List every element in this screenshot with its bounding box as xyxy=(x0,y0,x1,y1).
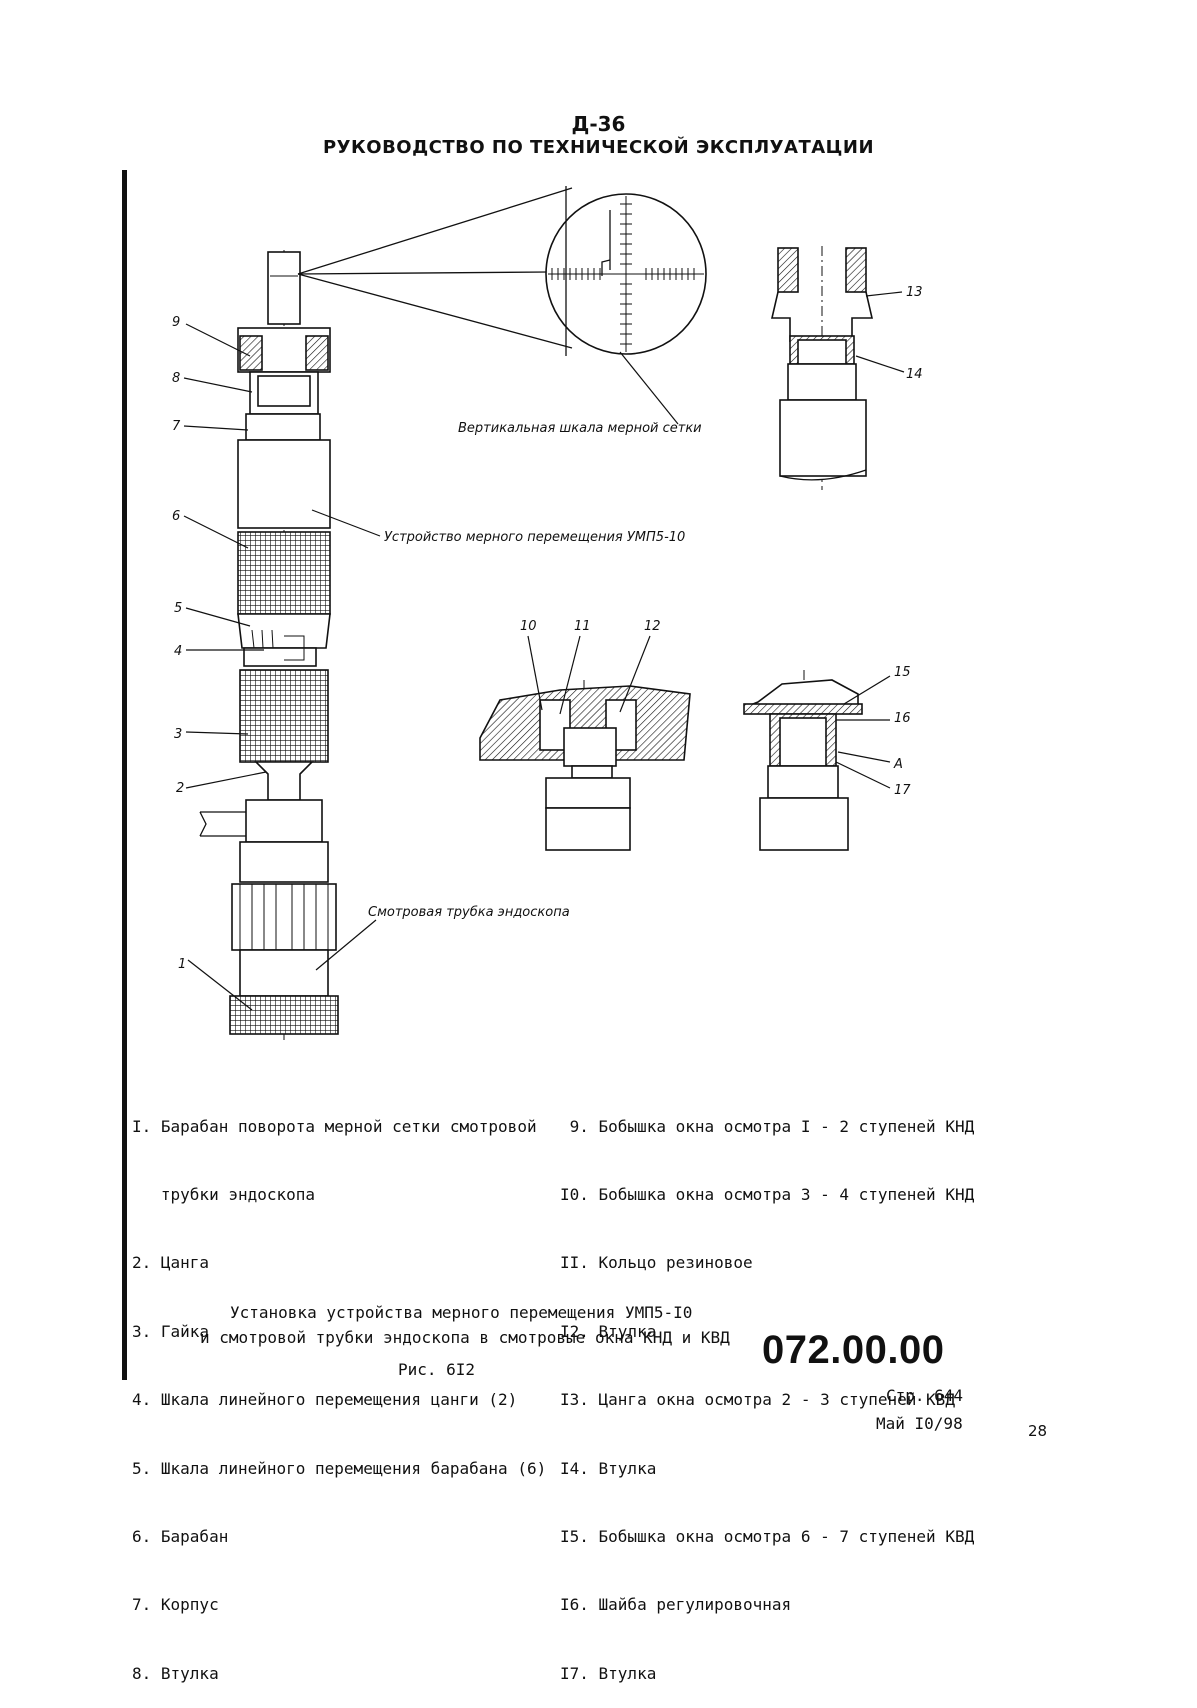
legend-item: I5. Бобышка окна осмотра 6 - 7 ступеней … xyxy=(560,1526,975,1546)
callout-2: 2 xyxy=(176,781,184,796)
callout-14: 14 xyxy=(906,367,923,382)
callout-8: 8 xyxy=(172,371,180,386)
callout-12: 12 xyxy=(644,619,661,634)
callout-3: 3 xyxy=(174,727,182,742)
leader-lines xyxy=(183,291,905,1011)
callout-10: 10 xyxy=(520,619,537,634)
legend-item: 2. Цанга xyxy=(132,1253,210,1273)
legend-item: I2. Втулка xyxy=(560,1321,657,1341)
manual-title: РУКОВОДСТВО ПО ТЕХНИЧЕСКОЙ ЭКСПЛУАТАЦИИ xyxy=(322,137,875,158)
legend-item: II. Кольцо резиновое xyxy=(560,1253,753,1273)
callout-5: 5 xyxy=(174,601,182,616)
legend-item: I3. Цанга окна осмотра 2 - 3 ступеней КВ… xyxy=(560,1390,955,1410)
document-number: 072.00.00 xyxy=(762,1328,945,1372)
legend-item: 9. Бобышка окна осмотра I - 2 ступеней К… xyxy=(560,1116,975,1136)
legend-left-list: I. Барабан поворота мерной сетки смотров… xyxy=(132,1070,546,1708)
legend-item: 4. Шкала линейного перемещения цанги (2) xyxy=(132,1390,518,1410)
legend-item: I0. Бобышка окна осмотра 3 - 4 ступеней … xyxy=(560,1184,975,1204)
figure-number: Рис. 6I2 xyxy=(398,1360,476,1379)
page-number: Стр. 644 xyxy=(886,1386,964,1405)
callout-16: 16 xyxy=(894,711,911,726)
legend-item: 3. Гайка xyxy=(132,1321,210,1341)
sheet-number: 28 xyxy=(1028,1422,1048,1440)
revision-date: Май I0/98 xyxy=(876,1414,963,1433)
legend-item: I7. Втулка xyxy=(560,1663,657,1683)
callout-17: 17 xyxy=(894,783,911,798)
manual-code: Д-36 xyxy=(571,112,626,136)
label-vertical-scale: Вертикальная шкала мерной сетки xyxy=(458,421,702,436)
callout-15: 15 xyxy=(894,665,911,680)
legend-item: I. Барабан поворота мерной сетки смотров… xyxy=(132,1116,537,1136)
detail-10-11-12 xyxy=(479,680,691,851)
legend-item: I4. Втулка xyxy=(560,1458,657,1478)
callout-13: 13 xyxy=(906,285,923,300)
callout-7: 7 xyxy=(172,419,181,434)
callout-1: 1 xyxy=(178,957,186,972)
legend-item: 5. Шкала линейного перемещения барабана … xyxy=(132,1458,547,1478)
callout-11: 11 xyxy=(574,619,591,634)
figure-caption-line-1: Установка устройства мерного перемещения… xyxy=(230,1303,693,1322)
label-viewing-tube: Смотровая трубка эндоскопа xyxy=(368,905,570,920)
figure-caption-line-2: и смотровой трубки эндоскопа в смотровые… xyxy=(200,1328,730,1347)
legend-item: 7. Корпус xyxy=(132,1595,219,1615)
magnified-scale-view xyxy=(297,186,707,425)
callout-6: 6 xyxy=(172,509,180,524)
assembly-diagram: Вертикальная шкала мерной сетки Устройст… xyxy=(172,186,923,1040)
legend-right-list: 9. Бобышка окна осмотра I - 2 ступеней К… xyxy=(560,1070,974,1708)
margin-bar xyxy=(122,170,127,1380)
legend-item: трубки эндоскопа xyxy=(132,1184,316,1204)
detail-13-14 xyxy=(770,246,874,490)
legend-item: 8. Втулка xyxy=(132,1663,219,1683)
label-device: Устройство мерного перемещения УМП5-10 xyxy=(384,530,685,545)
detail-15-16-17 xyxy=(743,670,863,851)
callout-letter-a: A xyxy=(893,757,903,772)
legend-item: 6. Барабан xyxy=(132,1526,229,1546)
main-assembly xyxy=(199,250,339,1040)
callout-4: 4 xyxy=(174,644,182,659)
callout-9: 9 xyxy=(172,315,180,330)
legend-item: I6. Шайба регулировочная xyxy=(560,1595,792,1615)
